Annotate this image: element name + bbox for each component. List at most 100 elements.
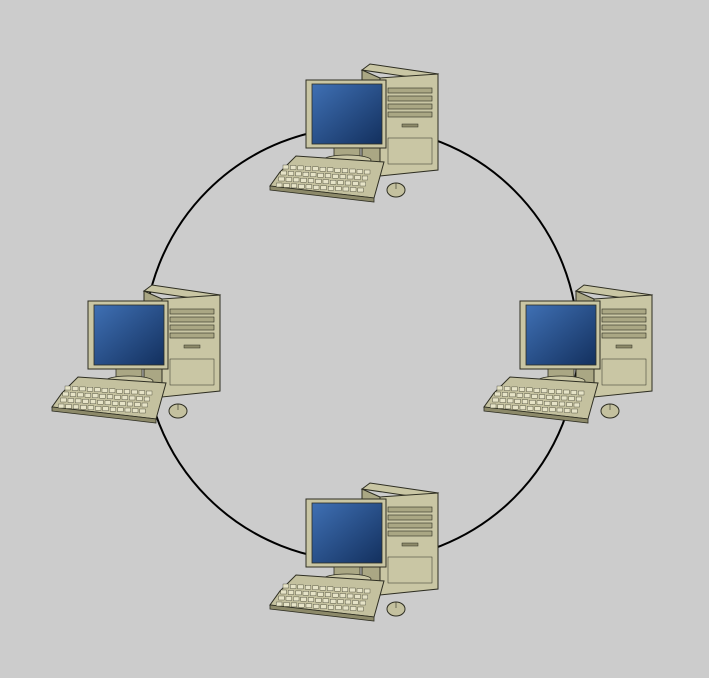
key	[337, 599, 344, 604]
key	[524, 393, 531, 398]
key	[519, 405, 526, 410]
key	[492, 397, 499, 403]
desktop-computer-icon	[483, 284, 654, 424]
key	[573, 402, 580, 408]
key	[127, 401, 133, 407]
key	[297, 584, 304, 590]
key	[356, 588, 363, 593]
key	[546, 395, 553, 400]
key	[529, 400, 536, 405]
monitor	[519, 300, 601, 387]
key	[320, 185, 327, 190]
key	[58, 403, 65, 409]
key	[124, 389, 130, 394]
key	[139, 408, 146, 414]
floppy-slot	[401, 542, 419, 547]
key	[291, 602, 297, 608]
key	[295, 590, 302, 596]
monitor-screen	[525, 304, 597, 366]
drive-bay	[601, 332, 647, 339]
key	[283, 602, 290, 607]
key	[144, 396, 150, 402]
key	[542, 407, 548, 412]
drive-bay	[387, 514, 433, 521]
key	[64, 385, 71, 391]
key	[578, 390, 585, 396]
key	[531, 394, 538, 399]
key	[297, 165, 304, 171]
key	[80, 405, 87, 410]
desktop-computer-icon	[51, 284, 222, 424]
mouse	[386, 182, 406, 198]
key	[496, 385, 503, 391]
key	[87, 387, 93, 392]
key	[339, 593, 346, 598]
tower-case	[574, 284, 654, 398]
key	[342, 168, 348, 173]
key	[322, 179, 329, 184]
key	[276, 182, 283, 188]
key	[499, 398, 506, 403]
key	[308, 597, 314, 602]
key	[295, 171, 302, 177]
key	[278, 176, 285, 182]
key	[317, 592, 324, 597]
key	[352, 181, 359, 186]
desktop-computer-icon	[269, 482, 440, 622]
key	[522, 399, 528, 404]
key	[504, 386, 511, 391]
keyboard-edge	[483, 406, 589, 424]
key	[527, 406, 534, 411]
keyboard-edge	[51, 406, 157, 424]
key	[77, 392, 84, 398]
key	[305, 603, 312, 608]
key	[330, 599, 337, 604]
drive-bay	[387, 87, 433, 94]
key	[362, 175, 368, 181]
key	[290, 165, 297, 170]
key	[112, 401, 119, 406]
key	[350, 187, 357, 192]
key	[362, 594, 368, 600]
front-panel	[387, 556, 433, 584]
key	[65, 404, 72, 409]
keyboard	[51, 376, 167, 424]
key	[319, 586, 326, 591]
key	[73, 404, 79, 410]
key	[347, 593, 354, 599]
drive-bay	[169, 324, 215, 331]
desktop-computer-icon	[269, 63, 440, 203]
key	[556, 389, 562, 394]
key	[544, 401, 551, 406]
key	[325, 173, 331, 178]
monitor-screen	[93, 304, 165, 366]
key	[107, 394, 113, 399]
key	[136, 396, 143, 401]
tower-case	[360, 63, 440, 177]
key	[349, 587, 356, 593]
key	[310, 591, 317, 596]
key	[322, 598, 329, 603]
key	[551, 401, 558, 406]
key	[282, 583, 289, 589]
drive-bay	[387, 530, 433, 537]
monitor	[305, 79, 387, 166]
key	[291, 183, 297, 189]
key	[571, 408, 578, 414]
key	[131, 389, 138, 395]
keyboard-edge	[269, 185, 375, 203]
key	[516, 393, 523, 398]
key	[104, 400, 111, 405]
key	[312, 585, 319, 590]
key	[288, 171, 294, 176]
keyboard	[269, 574, 385, 622]
key	[313, 185, 320, 190]
keyboard	[483, 376, 599, 424]
key	[539, 394, 545, 399]
key	[285, 596, 292, 601]
mouse	[168, 403, 188, 419]
key	[87, 405, 94, 410]
key	[305, 585, 311, 590]
keyboard-edge	[269, 604, 375, 622]
